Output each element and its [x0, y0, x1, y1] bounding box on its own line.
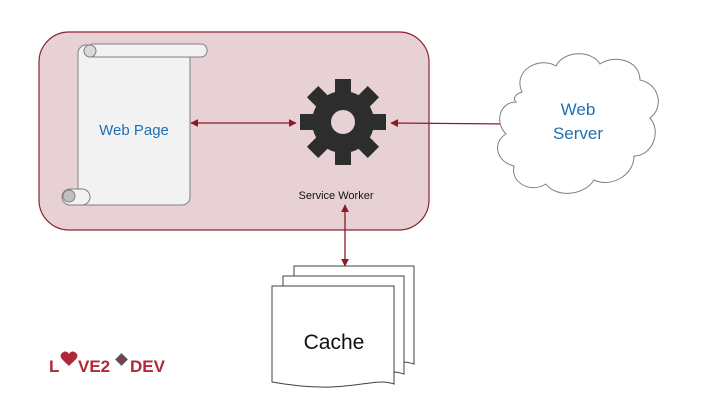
- web-page-label: Web Page: [99, 122, 169, 139]
- web-server-label-line1: Web: [561, 100, 596, 119]
- web-server-cloud: [497, 53, 659, 194]
- cache-label: Cache: [304, 331, 365, 354]
- logo-text-mid: VE2: [78, 357, 110, 376]
- web-server-label-line2: Server: [553, 124, 603, 143]
- web-page-scroll: [61, 43, 208, 206]
- logo-text-left: L: [49, 357, 59, 376]
- service-worker-label: Service Worker: [299, 190, 374, 202]
- logo-text-right: DEV: [130, 357, 166, 376]
- logo-heart-icon: [60, 351, 78, 366]
- arrow-worker-to-server: [390, 119, 511, 128]
- love2dev-logo: L VE2 DEV: [49, 351, 166, 376]
- gear-icon: [300, 79, 386, 165]
- logo-diamond-icon: [115, 353, 128, 366]
- cache-documents: [271, 265, 415, 388]
